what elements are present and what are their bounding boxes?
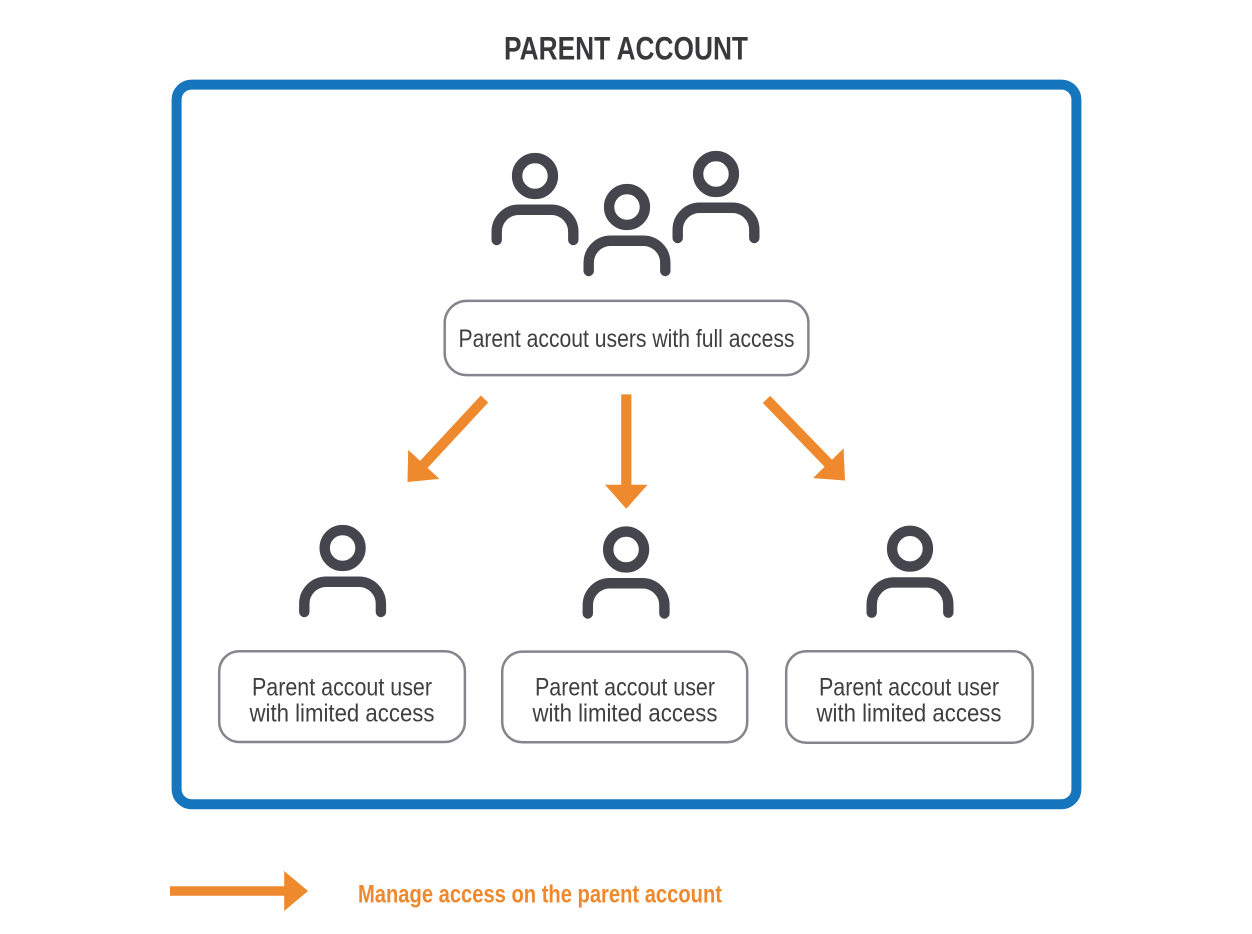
svg-text:Parent accout user: Parent accout user [819,674,999,702]
svg-text:with limited access: with limited access [816,700,1002,728]
svg-text:Parent accout user: Parent accout user [252,674,432,702]
svg-text:Parent accout user: Parent accout user [535,674,715,702]
svg-text:with limited access: with limited access [532,700,718,728]
svg-text:Manage access on the parent ac: Manage access on the parent account [358,881,723,909]
svg-text:Parent accout users with full: Parent accout users with full access [459,325,795,353]
svg-text:PARENT ACCOUNT: PARENT ACCOUNT [504,31,748,67]
svg-text:with limited access: with limited access [249,700,435,728]
